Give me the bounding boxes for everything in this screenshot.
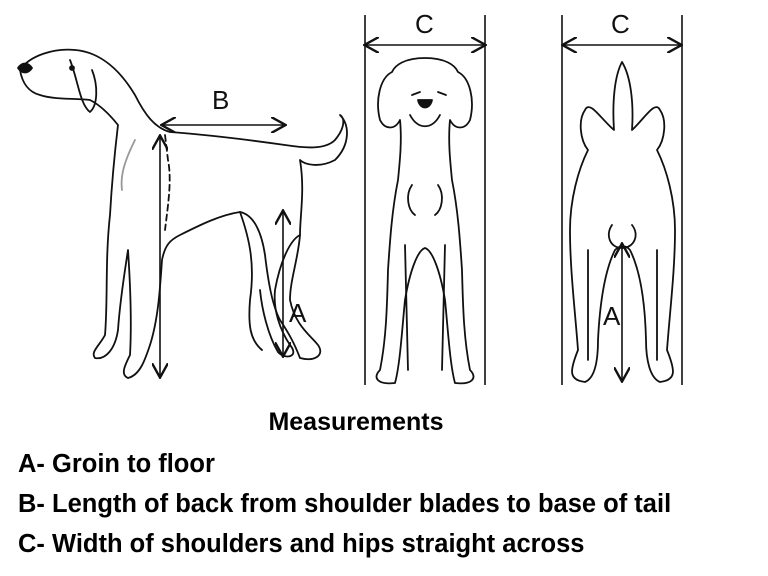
legend-item-b: B- Length of back from shoulder blades t… (18, 490, 672, 518)
side-view-dog (17, 48, 348, 379)
front-view-dog (375, 57, 475, 385)
legend-item-c: C- Width of shoulders and hips straight … (18, 530, 585, 558)
dog-measurement-diagram: B A C C A (17, 9, 768, 385)
label-a-side: A (289, 298, 307, 328)
label-a-rear: A (603, 301, 621, 331)
legend-item-a: A- Groin to floor (18, 450, 215, 478)
label-b: B (212, 85, 229, 115)
legend-title: Measurements (268, 408, 444, 436)
label-c-front: C (415, 9, 434, 39)
label-c-rear: C (611, 9, 630, 39)
